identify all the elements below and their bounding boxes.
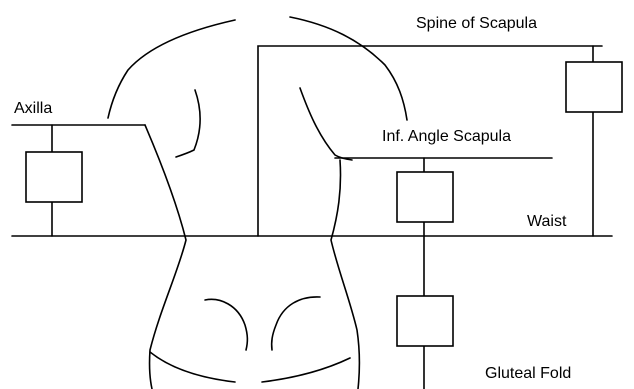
left-scapula-line: [176, 90, 200, 157]
spine-box: [566, 62, 622, 112]
label-spine-of-scapula: Spine of Scapula: [416, 16, 537, 32]
gluteal-left-contour: [150, 352, 235, 382]
right-buttock-curve: [272, 297, 320, 350]
gluteal-right-contour: [262, 358, 350, 382]
axilla-box: [26, 152, 82, 202]
right-scapula-line: [300, 88, 352, 160]
label-waist: Waist: [527, 214, 566, 230]
upper-back-left-contour: [108, 20, 235, 118]
left-buttock-curve: [205, 299, 247, 350]
label-axilla: Axilla: [14, 101, 52, 117]
upper-back-right-contour: [290, 17, 407, 120]
left-side-contour: [145, 125, 186, 389]
right-side-contour: [331, 160, 359, 389]
inf-angle-box: [397, 172, 453, 222]
gluteal-box: [397, 296, 453, 346]
label-gluteal-fold: Gluteal Fold: [485, 366, 571, 382]
label-inf-angle-scapula: Inf. Angle Scapula: [382, 129, 511, 145]
